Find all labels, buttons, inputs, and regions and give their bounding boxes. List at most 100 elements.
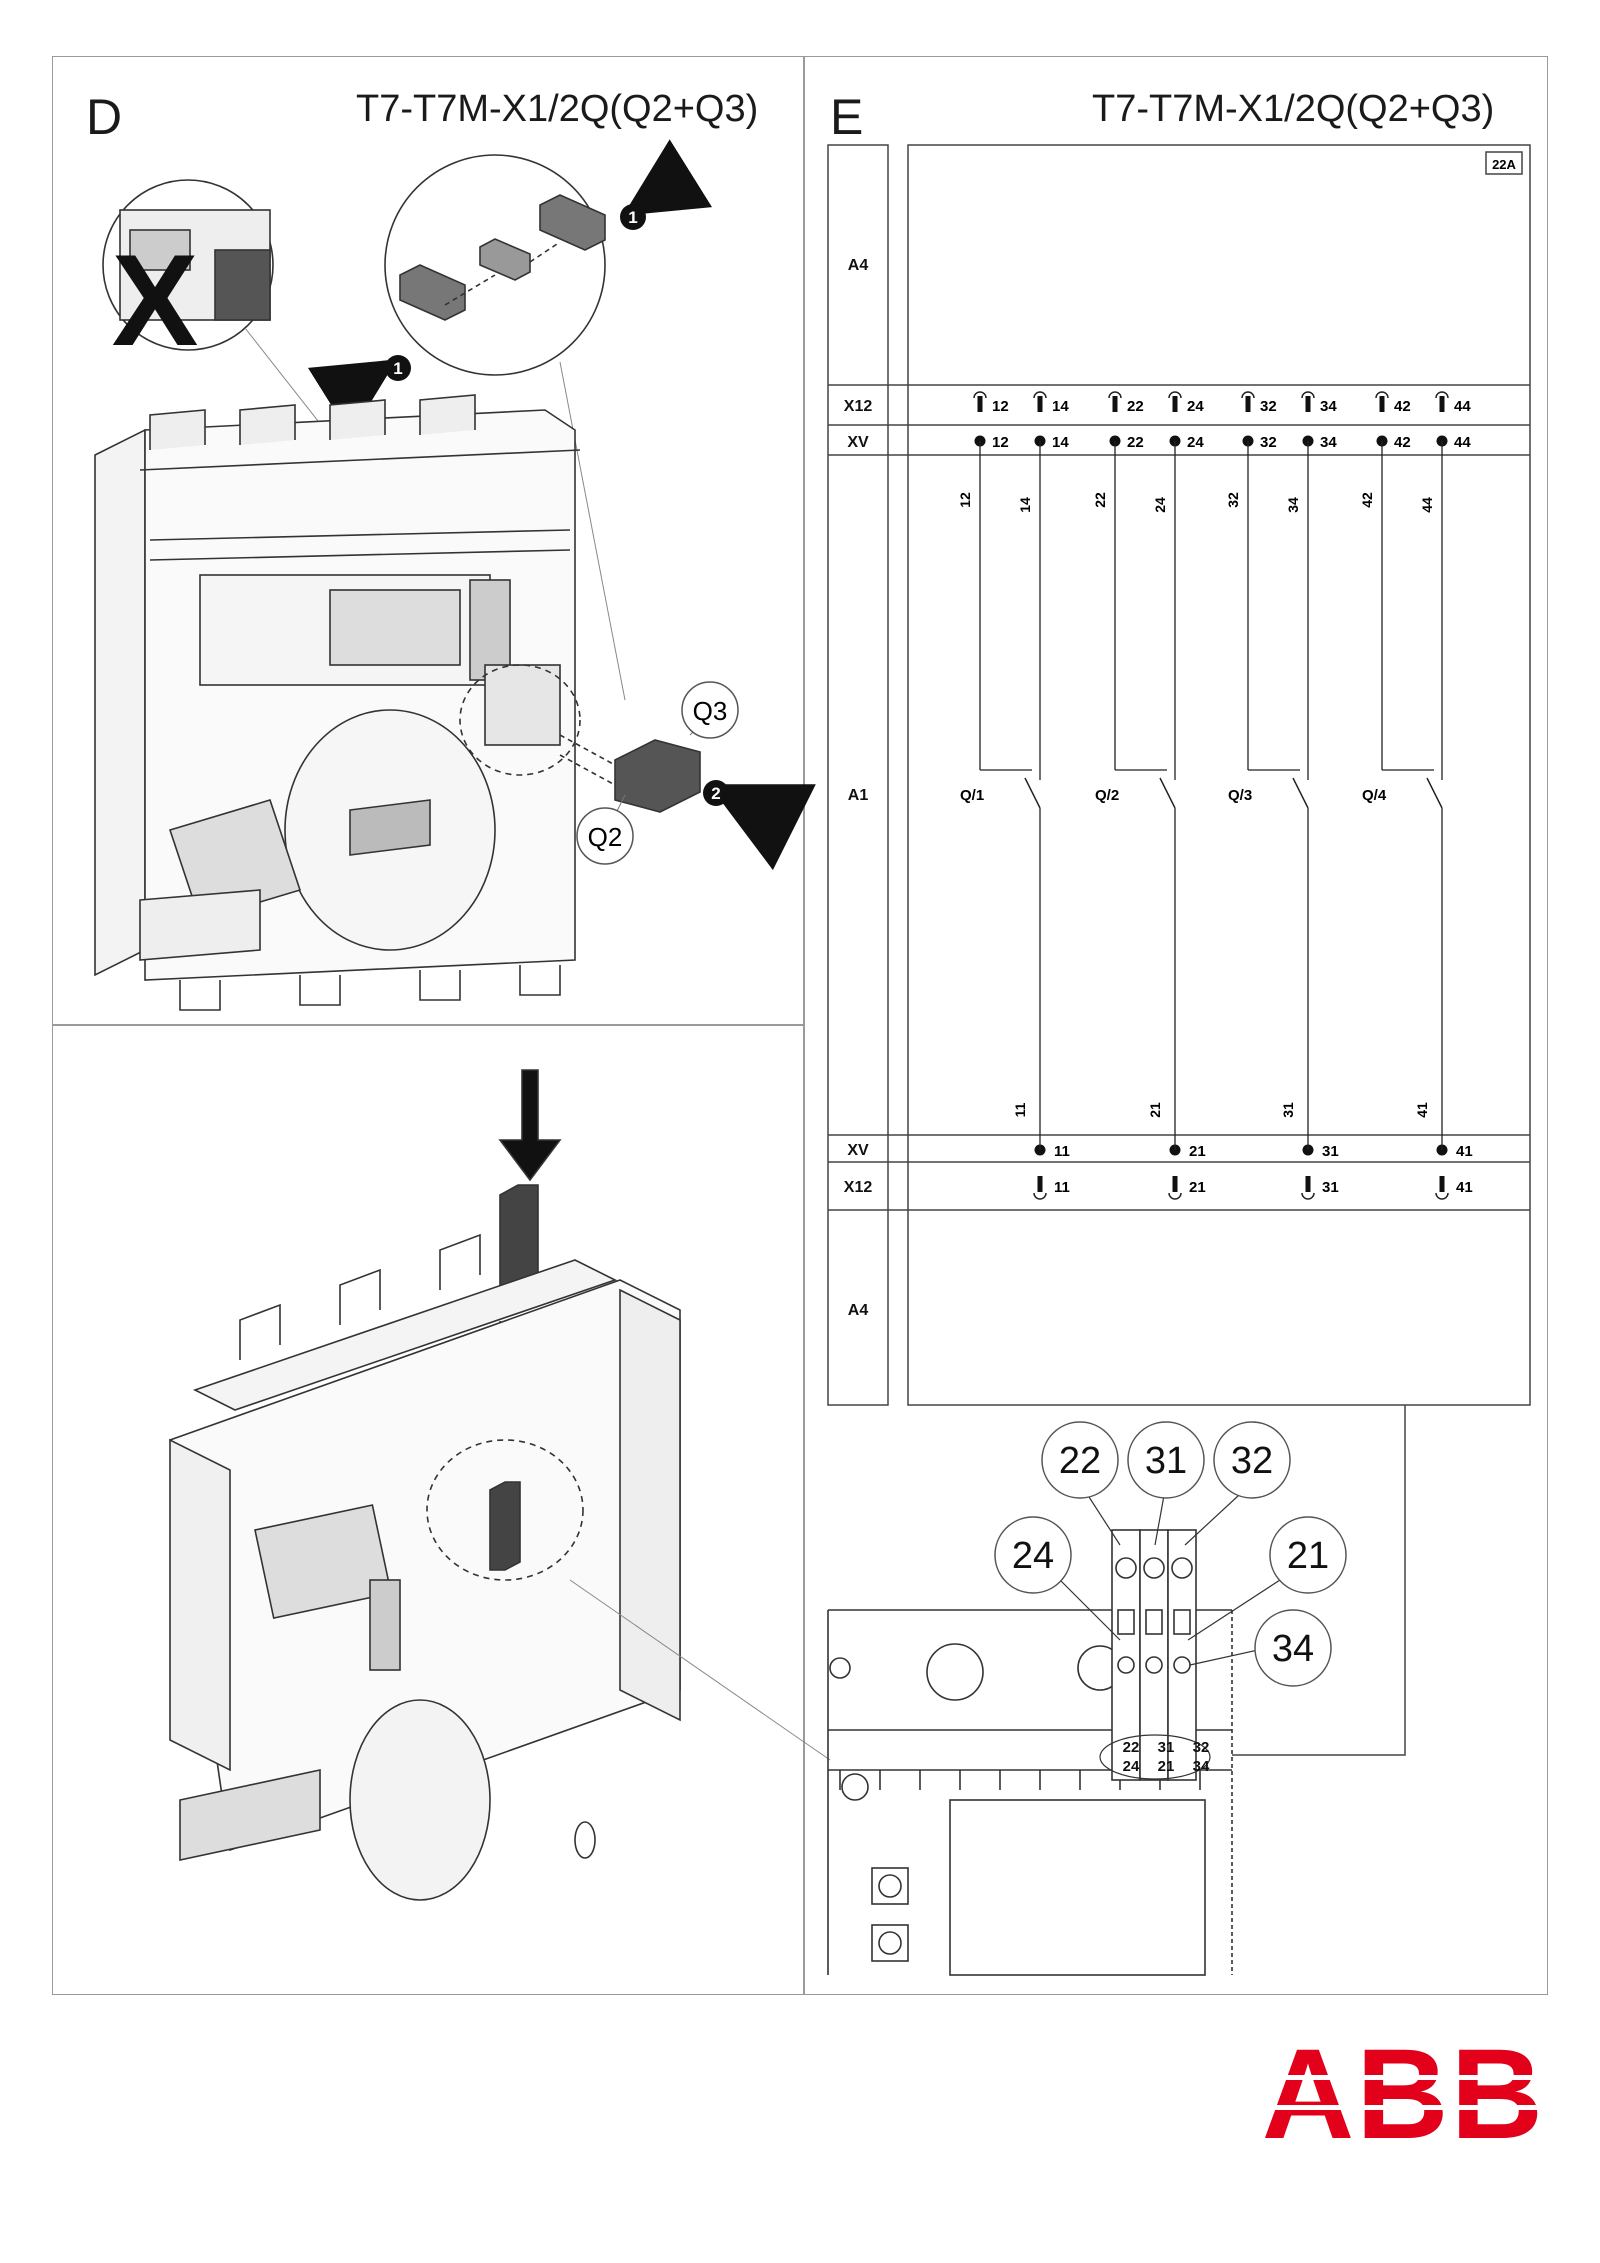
step-1-badge-top: 1 <box>620 204 646 230</box>
x12-top-terminal-arc-34 <box>1301 391 1315 399</box>
x12-bottom-terminal-label-11: 11 <box>1054 1179 1070 1196</box>
x12-bottom-terminal-label-21: 21 <box>1189 1179 1206 1196</box>
wire-label-bottom-11: 11 <box>1012 1102 1028 1117</box>
xv-top-terminal-label-32: 32 <box>1260 434 1277 451</box>
x12-top-terminal-label-12: 12 <box>992 398 1009 415</box>
x12-top-terminal-label-44: 44 <box>1454 398 1471 415</box>
top-terminal-group: 1212121414142222222424243232323434344242… <box>957 391 1471 780</box>
x12-top-terminal-label-14: 14 <box>1052 398 1069 415</box>
bottom-left-illustration <box>169 1069 831 1901</box>
x12-top-terminal-pin-32 <box>1245 396 1251 412</box>
tb-label-bottom-2: 21 <box>1158 1758 1175 1775</box>
svg-text:34: 34 <box>1272 1628 1314 1670</box>
contact-label-3: Q/3 <box>1228 787 1252 804</box>
panel-e-frame <box>804 56 1548 1995</box>
step-2-badge: 2 <box>703 780 729 806</box>
row-label-a4-top: A4 <box>848 257 869 274</box>
callout-q3: Q3 <box>681 681 739 739</box>
tb-label-bottom-3: 34 <box>1193 1758 1210 1775</box>
svg-text:31: 31 <box>1145 1440 1187 1482</box>
contact-label-4: Q/4 <box>1362 787 1387 804</box>
tb-label-bottom-1: 24 <box>1123 1758 1140 1775</box>
panel-bottom-left-frame <box>52 1025 804 1995</box>
wire-label-22: 22 <box>1092 492 1108 508</box>
x12-bottom-terminal-pin-31 <box>1305 1176 1311 1192</box>
row-label-x12-bottom: X12 <box>844 1179 873 1196</box>
callout-31: 31 <box>1127 1421 1205 1499</box>
x12-top-terminal-arc-32 <box>1241 391 1255 399</box>
x12-top-terminal-pin-44 <box>1439 396 1445 412</box>
callout-34: 34 <box>1254 1609 1332 1687</box>
x12-bottom-terminal-pin-11 <box>1037 1176 1043 1192</box>
svg-text:21: 21 <box>1287 1535 1329 1577</box>
contact-blade-1 <box>1024 777 1041 809</box>
xv-top-terminal-label-22: 22 <box>1127 434 1144 451</box>
xv-bottom-terminal-label-31: 31 <box>1322 1143 1339 1160</box>
xv-bottom-terminal-label-41: 41 <box>1456 1143 1473 1160</box>
x12-top-terminal-pin-22 <box>1112 396 1118 412</box>
terminal-block-labels: 22 31 32 24 21 34 <box>1123 1739 1210 1775</box>
svg-text:Q3: Q3 <box>693 696 728 726</box>
x12-top-terminal-label-32: 32 <box>1260 398 1277 415</box>
tb-label-top-2: 31 <box>1158 1739 1175 1756</box>
xv-top-terminal-label-24: 24 <box>1187 434 1204 451</box>
x12-top-terminal-arc-22 <box>1108 391 1122 399</box>
svg-text:1: 1 <box>628 208 637 227</box>
x12-top-terminal-label-24: 24 <box>1187 398 1204 415</box>
x12-top-terminal-label-42: 42 <box>1394 398 1411 415</box>
callout-q2: Q2 <box>576 807 634 865</box>
wire-label-bottom-41: 41 <box>1414 1102 1430 1118</box>
contact-label-1: Q/1 <box>960 787 984 804</box>
contact-blade-2 <box>1159 777 1176 809</box>
svg-text:22: 22 <box>1059 1440 1101 1482</box>
row-label-a1: A1 <box>848 787 869 804</box>
x12-top-terminal-pin-24 <box>1172 396 1178 412</box>
wire-label-24: 24 <box>1152 497 1168 513</box>
x12-top-terminal-pin-34 <box>1305 396 1311 412</box>
row-label-xv-top: XV <box>847 434 869 451</box>
row-label-x12-top: X12 <box>844 398 873 415</box>
x12-top-terminal-arc-24 <box>1168 391 1182 399</box>
insert-arrow <box>498 1069 562 1182</box>
tb-label-top-3: 32 <box>1193 1739 1210 1756</box>
x12-bottom-terminal-pin-41 <box>1439 1176 1445 1192</box>
x12-bottom-terminal-arc-21 <box>1168 1192 1182 1200</box>
x12-top-terminal-pin-14 <box>1037 396 1043 412</box>
panel-e-title: T7-T7M-X1/2Q(Q2+Q3) <box>1092 88 1495 130</box>
svg-text:ABB: ABB <box>1262 2023 1545 2166</box>
svg-text:Q2: Q2 <box>588 822 623 852</box>
xv-top-terminal-label-12: 12 <box>992 434 1009 451</box>
callout-32: 32 <box>1213 1421 1291 1499</box>
x12-bottom-terminal-pin-21 <box>1172 1176 1178 1192</box>
panel-d-letter: D <box>86 89 123 145</box>
xv-bottom-terminal-label-11: 11 <box>1054 1143 1070 1160</box>
x12-bottom-terminal-label-31: 31 <box>1322 1179 1339 1196</box>
abb-logo: ABB <box>1255 2023 1555 2166</box>
detail-callouts: 22 31 32 24 21 34 <box>994 1421 1347 1687</box>
ref-box-label: 22A <box>1492 157 1516 172</box>
x12-bottom-terminal-label-41: 41 <box>1456 1179 1473 1196</box>
x12-bottom-terminal-arc-11 <box>1033 1192 1047 1200</box>
x12-top-terminal-arc-12 <box>973 391 987 399</box>
wire-label-12: 12 <box>957 492 973 508</box>
row-labels: A4 X12 XV A1 XV X12 A4 <box>844 257 873 1319</box>
svg-text:32: 32 <box>1231 1440 1273 1482</box>
x12-top-terminal-arc-44 <box>1435 391 1449 399</box>
wire-label-bottom-31: 31 <box>1280 1102 1296 1118</box>
svg-text:24: 24 <box>1012 1535 1054 1577</box>
wire-label-44: 44 <box>1419 497 1435 513</box>
wire-label-32: 32 <box>1225 492 1241 508</box>
wire-label-34: 34 <box>1285 497 1301 513</box>
callout-24: 24 <box>994 1516 1072 1594</box>
svg-text:2: 2 <box>711 784 720 803</box>
row-label-a4-bottom: A4 <box>848 1302 869 1319</box>
x12-top-terminal-arc-42 <box>1375 391 1389 399</box>
callout-21: 21 <box>1269 1516 1347 1594</box>
panel-d-illustration <box>94 139 816 1011</box>
x12-top-terminal-arc-14 <box>1033 391 1047 399</box>
x12-top-terminal-label-34: 34 <box>1320 398 1337 415</box>
x12-bottom-terminal-arc-41 <box>1435 1192 1449 1200</box>
